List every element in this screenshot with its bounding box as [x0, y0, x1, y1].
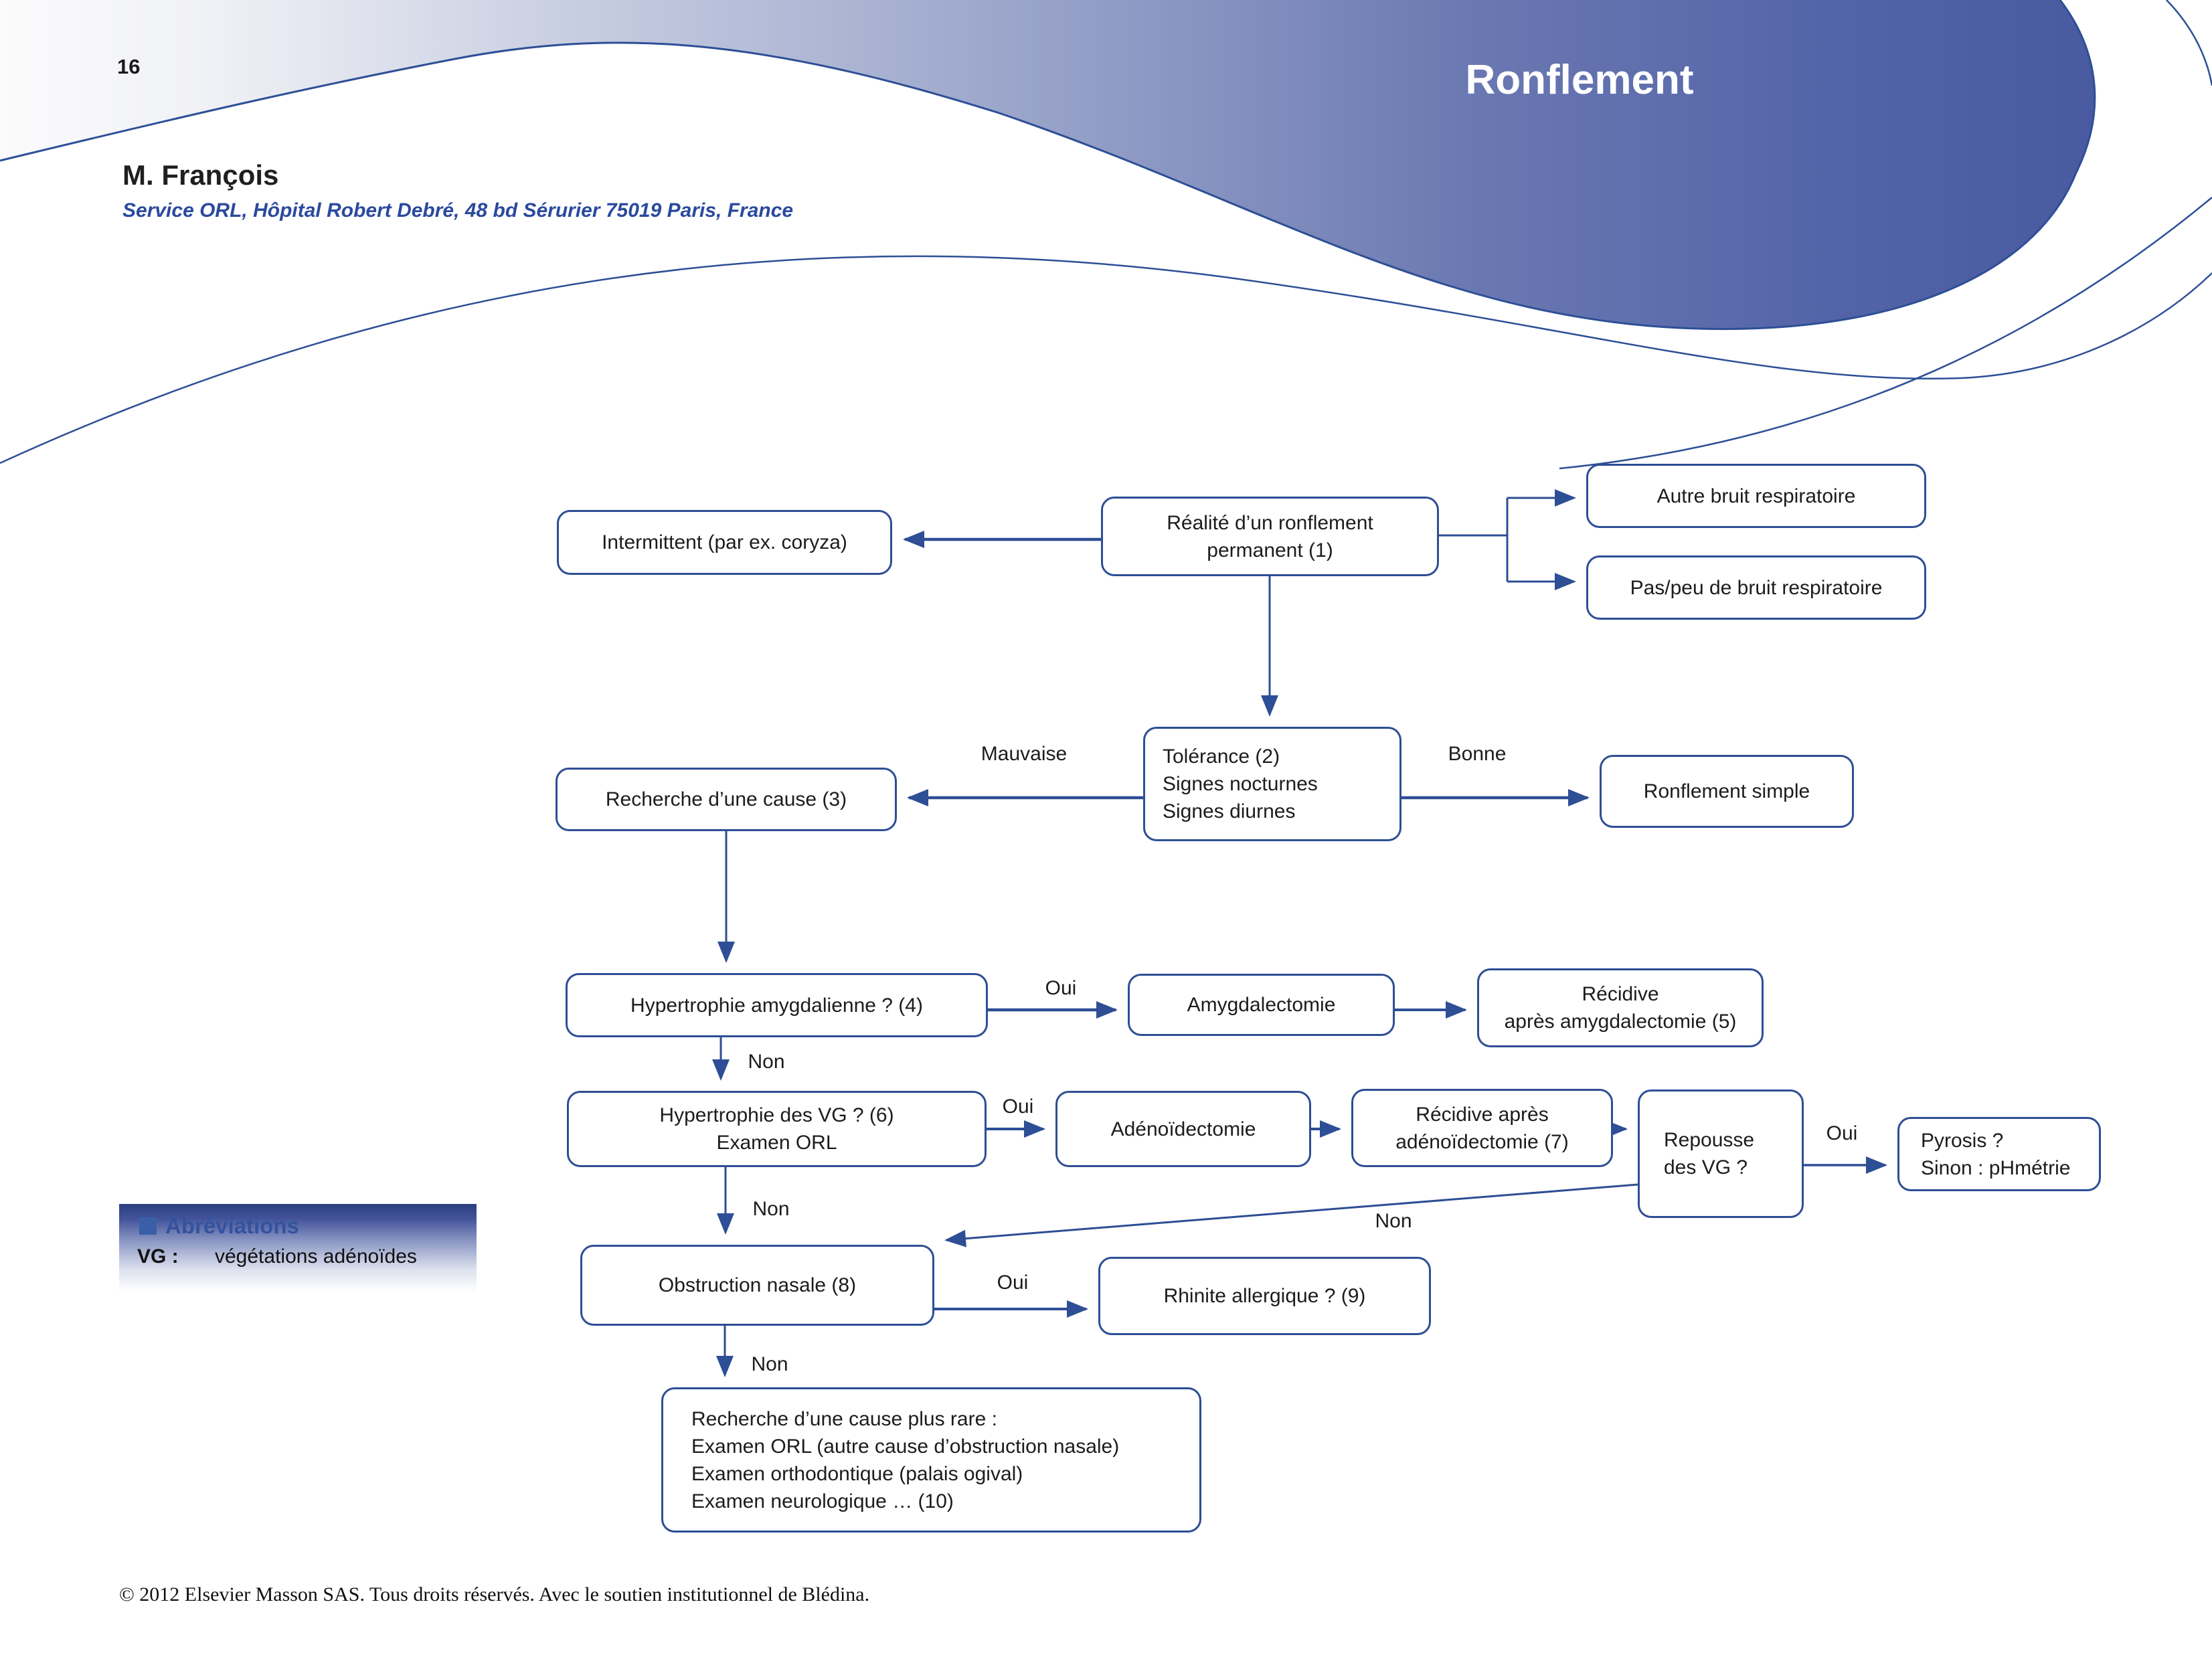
header-cross-line	[1559, 197, 2212, 470]
edge-label-mauvaise: Mauvaise	[981, 743, 1068, 765]
node-recherche-cause: Recherche d’une cause (3)	[556, 768, 897, 831]
node-tolerance: Tolérance (2) Signes nocturnes Signes di…	[1143, 727, 1401, 841]
edge-repousse-obstruction	[944, 1183, 1638, 1247]
abbreviations-title: Abréviations	[139, 1213, 299, 1239]
node-hypertrophie-amygdalienne: Hypertrophie amygdalienne ? (4)	[566, 973, 988, 1037]
square-bullet-icon	[139, 1217, 157, 1235]
edge-label-non-vg: Non	[752, 1198, 790, 1220]
header-blob-outline	[0, 0, 2096, 331]
edge-label-oui-obstruction: Oui	[997, 1272, 1029, 1294]
edge-label-bonne: Bonne	[1448, 743, 1507, 765]
node-hypertrophie-vg: Hypertrophie des VG ? (6) Examen ORL	[567, 1091, 987, 1167]
header-sweep-line	[0, 255, 2212, 464]
author-name: M. François	[122, 159, 279, 191]
author-affiliation: Service ORL, Hôpital Robert Debré, 48 bd…	[122, 199, 794, 222]
node-ronflement-simple: Ronflement simple	[1600, 755, 1854, 828]
node-recidive-adenoidectomie: Récidive après adénoïdectomie (7)	[1351, 1089, 1613, 1167]
abbreviation-entry: VG : végétations adénoïdes	[137, 1245, 417, 1268]
edge-label-oui-repousse: Oui	[1826, 1122, 1858, 1144]
node-intermittent: Intermittent (par ex. coryza)	[557, 510, 892, 575]
node-rhinite-allergique: Rhinite allergique ? (9)	[1098, 1257, 1431, 1335]
edge-label-non-repousse: Non	[1375, 1210, 1412, 1232]
page-number: 16	[117, 55, 141, 78]
header-blob	[0, 0, 2095, 329]
node-repousse-vg: Repousse des VG ?	[1638, 1089, 1804, 1218]
edge-label-non-amygdalienne: Non	[748, 1051, 785, 1073]
abbreviation-meaning: végétations adénoïdes	[215, 1245, 417, 1268]
node-cause-rare: Recherche d’une cause plus rare : Examen…	[661, 1387, 1201, 1533]
header-corner-line	[2166, 0, 2212, 86]
node-obstruction-nasale: Obstruction nasale (8)	[580, 1245, 934, 1326]
node-pyrosis: Pyrosis ? Sinon : pHmétrie	[1897, 1117, 2101, 1191]
header-wave-graphic	[0, 0, 2212, 470]
node-autre-bruit: Autre bruit respiratoire	[1586, 464, 1926, 528]
node-pas-peu-bruit: Pas/peu de bruit respiratoire	[1586, 555, 1926, 620]
abbreviation-term: VG :	[137, 1245, 179, 1268]
copyright-line: © 2012 Elsevier Masson SAS. Tous droits …	[119, 1583, 870, 1605]
edge-label-non-obstruction: Non	[751, 1353, 788, 1375]
edge-label-oui-amygdalienne: Oui	[1045, 977, 1077, 999]
node-realite-ronflement: Réalité d’un ronflement permanent (1)	[1101, 497, 1439, 576]
edge-label-oui-vg: Oui	[1002, 1096, 1034, 1118]
page-title: Ronflement	[1465, 57, 1694, 103]
node-recidive-amygdalectomie: Récidive après amygdalectomie (5)	[1477, 968, 1764, 1047]
abbreviations-panel: Abréviations VG : végétations adénoïdes	[119, 1204, 477, 1330]
node-amygdalectomie: Amygdalectomie	[1128, 974, 1395, 1036]
node-adenoidectomie: Adénoïdectomie	[1055, 1091, 1311, 1167]
